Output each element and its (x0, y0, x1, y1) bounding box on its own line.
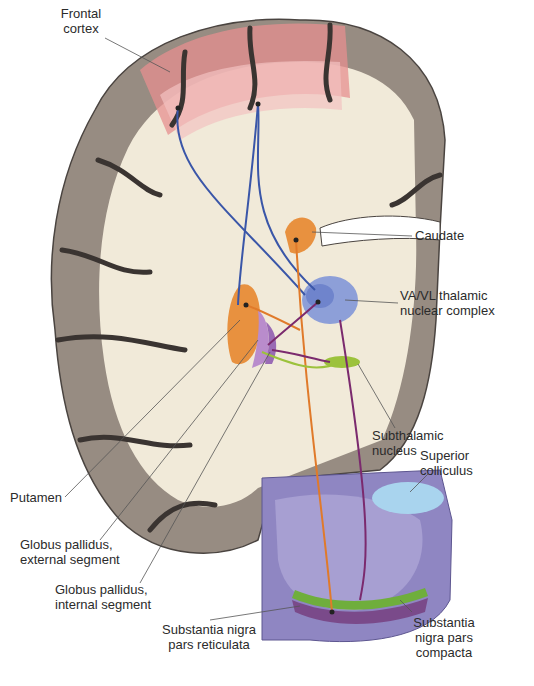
structure-label: Caudate (415, 228, 505, 243)
structure-label: Substantia nigra pars reticulata (150, 622, 268, 652)
structure-label: Superior colliculus (420, 448, 500, 478)
structure-label: Globus pallidus, external segment (20, 537, 138, 567)
colliculus-structure (372, 482, 444, 514)
vavl-complex (306, 284, 334, 308)
synapse-dots (176, 102, 335, 615)
structure-label: Putamen (10, 490, 90, 505)
structure-label: Globus pallidus, internal segment (55, 582, 173, 612)
putamen-structure (227, 284, 260, 364)
region-label: Frontal cortex (50, 6, 112, 36)
leader-lines (65, 38, 428, 620)
nucleus-label: VA/VL thalamic nuclear complex (400, 288, 512, 318)
white-matter (99, 62, 416, 507)
structure-label: Substantia nigra pars compacta (404, 615, 484, 660)
pathways (177, 104, 365, 612)
caudate-structure (285, 217, 316, 253)
snr-structure (292, 598, 428, 624)
